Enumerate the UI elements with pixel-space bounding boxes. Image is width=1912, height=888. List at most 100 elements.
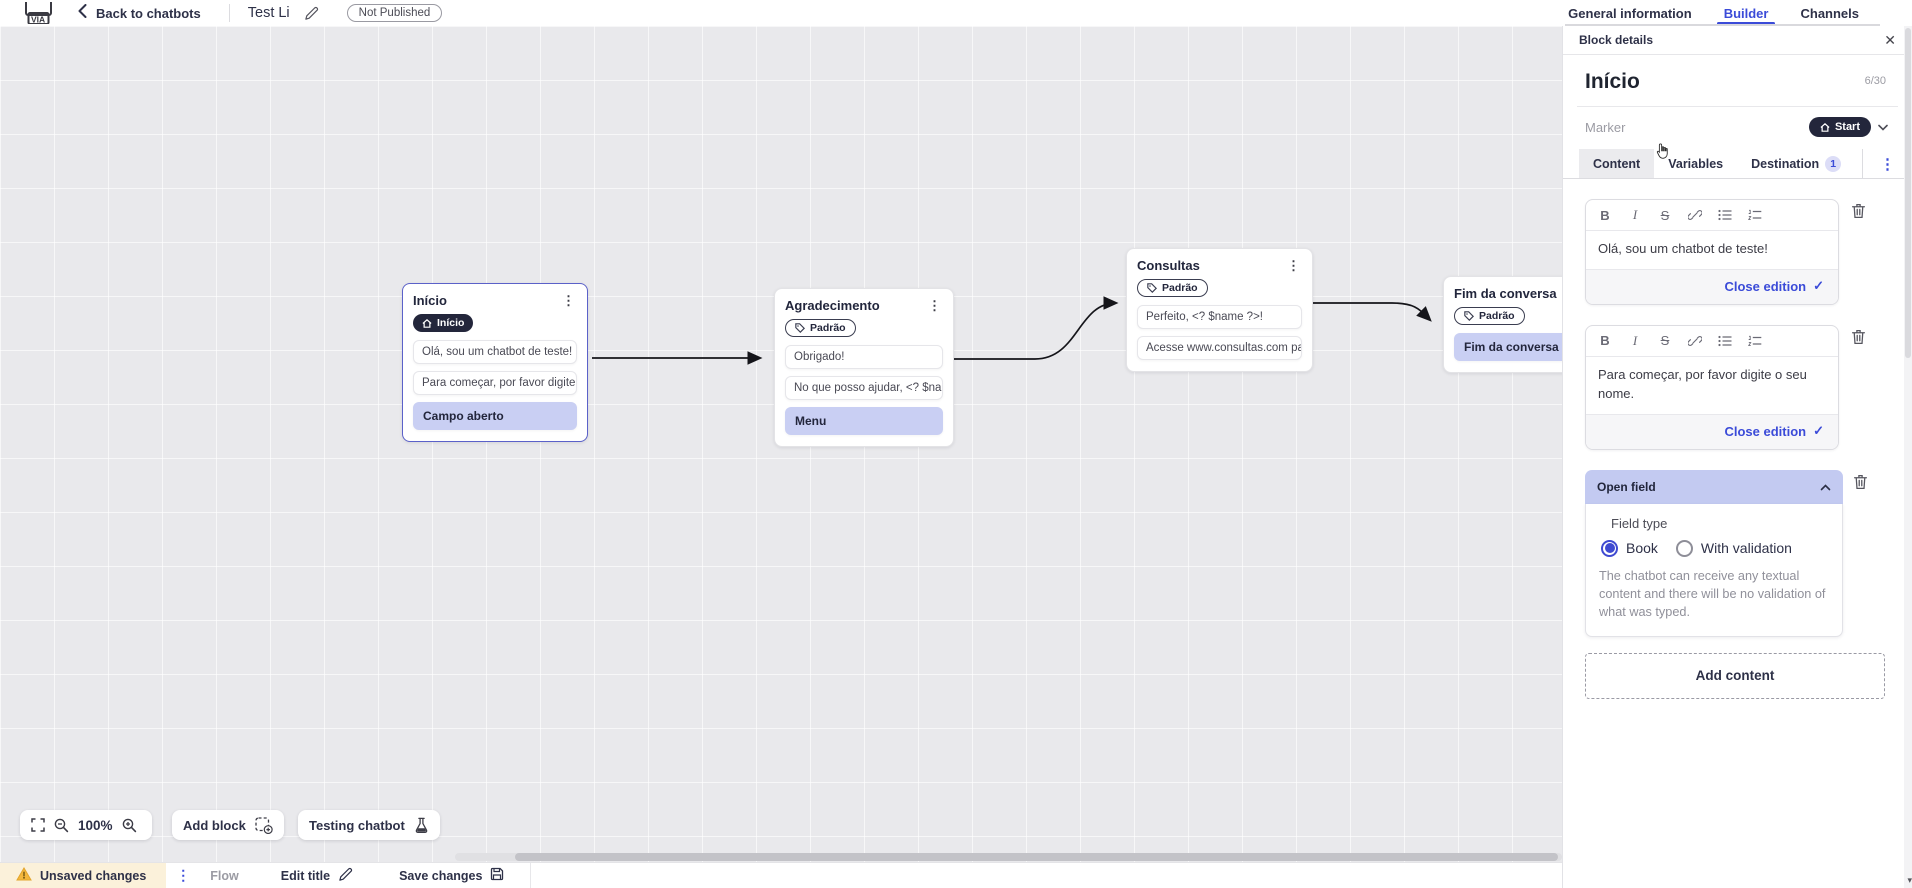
close-icon[interactable]: ✕: [1884, 31, 1896, 48]
add-block-icon: [255, 816, 273, 834]
check-icon: ✓: [1813, 278, 1824, 294]
flow-label[interactable]: Flow: [210, 868, 239, 883]
block-menu-icon[interactable]: ⋮: [1287, 258, 1300, 273]
message-text[interactable]: Para começar, por favor digite o seu nom…: [1598, 366, 1807, 401]
unsaved-changes-indicator: Unsaved changes: [0, 863, 167, 888]
strikethrough-icon[interactable]: S: [1660, 207, 1670, 223]
flow-canvas[interactable]: Início ⋮ Início Olá, sou um chatbot de t…: [0, 26, 1562, 888]
flow-block-consultas[interactable]: Consultas ⋮ Padrão Perfeito, <? $name ?>…: [1126, 248, 1313, 372]
add-content-button[interactable]: Add content: [1585, 652, 1885, 699]
scrollbar-thumb[interactable]: [515, 853, 1558, 861]
flow-block-fim-da-conversa[interactable]: Fim da conversa Padrão Fim da conversa: [1443, 276, 1562, 373]
zoom-in-icon[interactable]: [122, 818, 137, 833]
tab-content[interactable]: Content: [1579, 149, 1655, 178]
block-menu-icon[interactable]: ⋮: [562, 293, 575, 308]
block-message-item[interactable]: No que posso ajudar, <? $name ...: [785, 376, 943, 400]
bullet-list-icon[interactable]: [1718, 209, 1732, 221]
close-edition-button[interactable]: Close edition ✓: [1724, 278, 1824, 294]
fullscreen-icon[interactable]: [31, 818, 45, 832]
publish-status-badge: Not Published: [346, 4, 443, 22]
open-field-section: Open field Field type Book: [1585, 469, 1843, 637]
tab-destination[interactable]: Destination 1: [1737, 149, 1855, 178]
radio-option-book[interactable]: Book: [1601, 539, 1658, 557]
block-message-item[interactable]: Para começar, por favor digite o ...: [413, 370, 577, 395]
close-edition-button[interactable]: Close edition ✓: [1724, 423, 1824, 439]
statusbar-menu-icon[interactable]: ⋮: [176, 867, 191, 883]
default-marker-badge: Padrão: [1137, 279, 1208, 297]
chevron-up-icon[interactable]: [1820, 478, 1831, 496]
tab-variables[interactable]: Variables: [1668, 156, 1724, 171]
block-action-item[interactable]: Menu: [785, 407, 943, 435]
message-text[interactable]: Olá, sou um chatbot de teste!: [1598, 241, 1768, 256]
start-marker-chip: Start: [1808, 117, 1871, 137]
delete-open-field-icon[interactable]: [1853, 474, 1868, 490]
open-field-body: Field type Book With validation The: [1585, 503, 1843, 637]
testing-chatbot-label: Testing chatbot: [309, 817, 405, 833]
bold-icon[interactable]: B: [1600, 207, 1610, 223]
open-field-header[interactable]: Open field: [1585, 469, 1843, 504]
panel-vertical-scrollbar[interactable]: ▾: [1904, 26, 1912, 888]
flow-block-agradecimento[interactable]: Agradecimento ⋮ Padrão Obrigado! No que …: [774, 288, 954, 447]
panel-tabs: Content Variables Destination 1 ⋮: [1563, 149, 1912, 179]
rich-text-editor[interactable]: B I S Olá, sou um chatbot de tes: [1585, 199, 1839, 305]
link-icon[interactable]: [1688, 334, 1702, 348]
svg-text:VIA: VIA: [31, 15, 45, 25]
rich-text-editor[interactable]: B I S Para começar, por favor di: [1585, 324, 1839, 450]
block-details-panel: Block details ✕ Início 6/30 Marker Start…: [1562, 26, 1912, 888]
radio-icon[interactable]: [1601, 539, 1618, 557]
marker-select[interactable]: Start: [1808, 117, 1888, 137]
tag-icon: [1464, 311, 1474, 321]
tag-icon: [795, 323, 805, 333]
testing-chatbot-button[interactable]: Testing chatbot: [298, 810, 440, 840]
block-menu-icon[interactable]: ⋮: [928, 298, 941, 313]
block-message-item[interactable]: Olá, sou um chatbot de teste!: [413, 339, 577, 364]
edit-title-pencil-icon[interactable]: [304, 6, 319, 21]
delete-content-icon[interactable]: [1851, 329, 1866, 345]
bold-icon[interactable]: B: [1600, 333, 1610, 349]
back-label: Back to chatbots: [96, 5, 201, 21]
statusbar-divider: [530, 863, 532, 888]
strikethrough-icon[interactable]: S: [1660, 333, 1670, 349]
back-to-chatbots-button[interactable]: Back to chatbots: [78, 3, 201, 23]
link-icon[interactable]: [1688, 208, 1702, 222]
delete-content-icon[interactable]: [1851, 203, 1866, 219]
chatbot-title[interactable]: Test Li: [247, 5, 290, 21]
block-message-item[interactable]: Acesse www.consultas.com par...: [1137, 336, 1302, 360]
tab-general-information[interactable]: General information: [1568, 5, 1692, 21]
numbered-list-icon[interactable]: [1748, 209, 1762, 221]
bullet-list-icon[interactable]: [1718, 335, 1732, 347]
default-marker-badge: Padrão: [785, 319, 856, 337]
save-icon: [490, 867, 504, 884]
chevron-left-icon: [78, 3, 87, 23]
scrollbar-thumb[interactable]: [1905, 28, 1911, 358]
radio-icon[interactable]: [1675, 539, 1693, 557]
marker-label: Marker: [1585, 119, 1626, 135]
zoom-toolbar: 100%: [20, 810, 152, 840]
canvas-horizontal-scrollbar[interactable]: [455, 853, 1562, 861]
main-tabs: General information Builder Channels: [1565, 0, 1862, 26]
editor-toolbar: B I S: [1586, 200, 1838, 231]
field-type-options: Book With validation: [1601, 539, 1829, 557]
panel-tabs-menu-icon[interactable]: ⋮: [1862, 149, 1912, 179]
radio-option-with-validation[interactable]: With validation: [1675, 539, 1792, 557]
tab-builder[interactable]: Builder: [1716, 0, 1776, 26]
block-action-item[interactable]: Campo aberto: [413, 401, 577, 430]
destination-count-badge: 1: [1825, 155, 1842, 172]
zoom-out-icon[interactable]: [54, 818, 69, 833]
italic-icon[interactable]: I: [1632, 207, 1638, 222]
app-logo: VIA: [24, 2, 54, 24]
save-changes-button[interactable]: Save changes: [399, 867, 504, 884]
tag-icon: [1147, 283, 1157, 293]
add-block-button[interactable]: Add block: [172, 810, 284, 840]
content-editor-row: B I S Para começar, por favor di: [1585, 324, 1912, 450]
block-action-item[interactable]: Fim da conversa: [1454, 333, 1562, 361]
block-name-input[interactable]: Início: [1585, 70, 1640, 93]
content-editor-row: B I S Olá, sou um chatbot de tes: [1585, 199, 1912, 305]
block-message-item[interactable]: Perfeito, <? $name ?>!: [1137, 305, 1302, 329]
italic-icon[interactable]: I: [1632, 332, 1638, 348]
block-message-item[interactable]: Obrigado!: [785, 345, 943, 369]
numbered-list-icon[interactable]: [1748, 335, 1762, 347]
tab-channels[interactable]: Channels: [1800, 5, 1859, 21]
edit-title-button[interactable]: Edit title: [281, 867, 353, 885]
flow-block-inicio[interactable]: Início ⋮ Início Olá, sou um chatbot de t…: [402, 283, 588, 442]
